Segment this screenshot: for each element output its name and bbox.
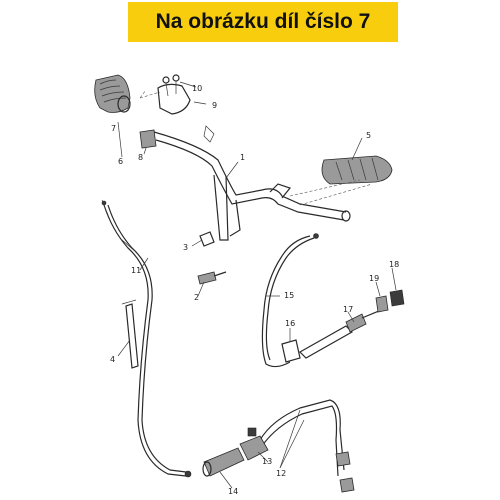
callout-13: 13: [262, 457, 272, 466]
handlebar: [153, 125, 351, 241]
cable-tie-part-4: [121, 299, 139, 369]
callout-4: 4: [110, 355, 115, 364]
bolt-part-2: [197, 271, 227, 285]
callout-10: 10: [192, 84, 202, 93]
leader-lines: [117, 81, 397, 489]
callout-19: 19: [369, 274, 379, 283]
title-banner: Na obrázku díl číslo 7: [128, 2, 398, 42]
collar-part-8: [139, 129, 157, 149]
cable-part-11: [101, 199, 192, 478]
callout-2: 2: [194, 293, 199, 302]
callout-3: 3: [183, 243, 188, 252]
left-grip: [94, 74, 131, 113]
callout-18: 18: [389, 260, 399, 269]
junction-part-13: [239, 427, 269, 461]
banner-title: Na obrázku díl číslo 7: [155, 10, 371, 33]
callout-8: 8: [138, 153, 143, 162]
callout-14: 14: [228, 487, 238, 496]
callout-12: 12: [276, 469, 286, 478]
callout-15: 15: [284, 291, 294, 300]
callout-5: 5: [366, 131, 371, 140]
bracket-part-16: [281, 339, 301, 363]
adjuster-part-17: [299, 307, 387, 359]
cable-part-15: [261, 233, 319, 368]
callout-17: 17: [343, 305, 353, 314]
callout-9: 9: [212, 101, 217, 110]
callout-11: 11: [131, 266, 141, 275]
callout-6: 6: [118, 157, 123, 166]
cable-part-12: [259, 399, 355, 493]
throttle-housing: [139, 74, 191, 115]
callout-1: 1: [240, 153, 245, 162]
sleeve-part-19: [375, 295, 389, 313]
clip-part-3: [199, 231, 215, 247]
callout-16: 16: [285, 319, 295, 328]
sleeve-part-14: [202, 447, 245, 477]
right-grip: [289, 155, 393, 206]
nut-part-18: [389, 289, 405, 307]
callout-7: 7: [111, 124, 116, 133]
